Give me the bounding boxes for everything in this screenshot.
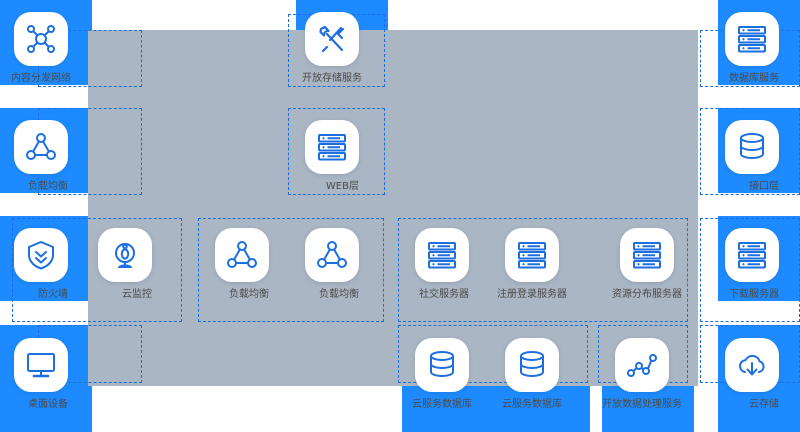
node-label: 负载均衡: [28, 181, 68, 192]
gray-panel: [88, 30, 698, 386]
node-slb-left[interactable]: 负载均衡: [14, 120, 68, 193]
cloud-download-icon[interactable]: [725, 338, 779, 392]
server-icon[interactable]: [620, 228, 674, 282]
server-icon[interactable]: [505, 228, 559, 282]
node-rds-a[interactable]: 云服务数据库: [412, 338, 472, 411]
server-icon[interactable]: [725, 12, 779, 66]
node-label: 桌面设备: [28, 399, 68, 410]
group-web: [288, 108, 385, 195]
node-resource-server[interactable]: 资源分布服务器: [612, 228, 682, 301]
tools-icon[interactable]: [305, 12, 359, 66]
node-label: 下载服务器: [729, 289, 779, 300]
node-label: 注册登录服务器: [497, 289, 567, 300]
load-balancer-icon[interactable]: [305, 228, 359, 282]
node-social-server[interactable]: 社交服务器: [415, 228, 469, 301]
node-label: 云服务数据库: [412, 399, 472, 410]
desktop-icon[interactable]: [14, 338, 68, 392]
node-label: WEB层: [325, 181, 359, 192]
node-oss[interactable]: 开放存储服务: [302, 12, 362, 85]
shield-icon[interactable]: [14, 228, 68, 282]
group-security: [12, 218, 182, 322]
group-slb-pair: [198, 218, 384, 322]
node-label: 社交服务器: [419, 289, 469, 300]
node-desktop[interactable]: 桌面设备: [14, 338, 68, 411]
node-label: 防火墙: [38, 289, 68, 300]
node-label: 资源分布服务器: [612, 289, 682, 300]
node-slb-b[interactable]: 负载均衡: [305, 228, 359, 301]
node-rds-b[interactable]: 云服务数据库: [502, 338, 562, 411]
server-icon[interactable]: [415, 228, 469, 282]
node-label: 云存储: [749, 399, 779, 410]
load-balancer-icon[interactable]: [14, 120, 68, 174]
node-label: 内容分发网络: [11, 73, 71, 84]
node-label: 开放存储服务: [302, 73, 362, 84]
node-label: 负载均衡: [319, 289, 359, 300]
server-icon[interactable]: [305, 120, 359, 174]
node-cloud-storage[interactable]: 云存储: [725, 338, 779, 411]
node-login-server[interactable]: 注册登录服务器: [497, 228, 567, 301]
node-cloud-monitor[interactable]: 云监控: [98, 228, 152, 301]
database-icon[interactable]: [725, 120, 779, 174]
load-balancer-icon[interactable]: [215, 228, 269, 282]
node-odps[interactable]: 开放数据处理服务: [602, 338, 682, 411]
node-cdn[interactable]: 内容分发网络: [11, 12, 71, 85]
group-servers: [398, 218, 688, 322]
cloud-monitor-icon[interactable]: [98, 228, 152, 282]
data-nodes-icon[interactable]: [615, 338, 669, 392]
node-label: 云服务数据库: [502, 399, 562, 410]
node-web-layer[interactable]: WEB层: [305, 120, 359, 193]
node-download-server[interactable]: 下载服务器: [725, 228, 779, 301]
node-label: 接口层: [749, 181, 779, 192]
node-slb-a[interactable]: 负载均衡: [215, 228, 269, 301]
cdn-network-icon[interactable]: [14, 12, 68, 66]
database-icon[interactable]: [415, 338, 469, 392]
database-icon[interactable]: [505, 338, 559, 392]
node-label: 开放数据处理服务: [602, 399, 682, 410]
group-rds-pair: [398, 325, 588, 383]
node-rds-top-right[interactable]: 数据库服务: [725, 12, 779, 85]
server-icon[interactable]: [725, 228, 779, 282]
node-label: 云监控: [122, 289, 152, 300]
node-interface-layer[interactable]: 接口层: [725, 120, 779, 193]
node-firewall[interactable]: 防火墙: [14, 228, 68, 301]
node-label: 负载均衡: [229, 289, 269, 300]
node-label: 数据库服务: [729, 73, 779, 84]
